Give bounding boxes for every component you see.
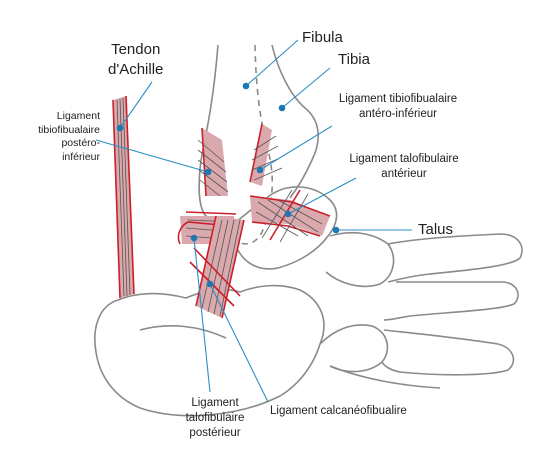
fibula-hidden-edge — [237, 44, 274, 245]
ligaments — [112, 95, 331, 319]
markers — [116, 82, 340, 288]
label-fibula: Fibula — [302, 29, 343, 46]
foot-sole — [329, 365, 441, 389]
label-achilles: Tendon d'Achille — [108, 40, 163, 79]
cuboid-bone — [319, 324, 389, 373]
label-achilles-line2: d'Achille — [108, 60, 164, 78]
talus-bone — [235, 186, 338, 270]
leader-ptfl — [193, 237, 211, 393]
marker-achilles — [116, 124, 124, 132]
metatarsal-upper — [387, 233, 523, 283]
marker-cfl — [206, 280, 214, 288]
metatarsal-lower — [381, 329, 515, 376]
leader-achilles — [119, 81, 153, 129]
cfl-ligament — [189, 215, 245, 319]
label-pitfl-line4: inférieur — [62, 150, 100, 163]
label-talus: Talus — [418, 221, 454, 238]
leader-pitfl — [95, 139, 209, 173]
marker-tibia — [278, 104, 286, 112]
label-achilles-line1: Tendon — [111, 41, 161, 58]
calcaneus-ridge — [139, 325, 227, 339]
marker-atfl — [284, 210, 292, 218]
label-pitfl-line2: tibiofibualaire — [38, 123, 100, 136]
navicular-bone — [325, 231, 395, 288]
label-ptfl-line3: postérieur — [189, 426, 241, 439]
marker-talus — [332, 226, 340, 234]
label-atfl-line1: Ligament talofibulaire — [349, 153, 459, 165]
leader-cfl — [209, 283, 269, 403]
label-aitfl-line1: Ligament tibiofibualaire — [338, 93, 458, 105]
marker-ptfl — [190, 234, 198, 242]
label-atfl-line2: antérieur — [381, 167, 427, 180]
label-pitfl-line1: Ligament — [56, 110, 100, 122]
label-ptfl-line1: Ligament — [191, 397, 239, 409]
label-cfl: Ligament calcanéofibualire — [270, 405, 407, 417]
achilles-tendon — [112, 95, 135, 299]
leader-atfl — [287, 177, 357, 215]
tibia-bone — [271, 44, 319, 199]
label-atfl: Ligament talofibulaire antérieur — [336, 152, 472, 182]
marker-aitfl — [256, 166, 264, 174]
leader-aitfl — [259, 125, 333, 171]
label-tibia: Tibia — [338, 51, 370, 68]
leader-fibula — [245, 39, 299, 87]
leader-tibia — [281, 67, 331, 109]
metatarsal-middle — [383, 281, 519, 321]
aitfl-ligament — [249, 123, 283, 186]
label-ptfl-line2: talofibulaire — [185, 411, 245, 424]
label-aitfl-line2: antéro-inférieur — [359, 107, 437, 120]
label-aitfl: Ligament tibiofibualaire antéro-inférieu… — [324, 92, 472, 122]
marker-pitfl — [204, 168, 212, 176]
leader-lines — [95, 39, 412, 403]
marker-fibula — [242, 82, 250, 90]
label-pitfl: Ligament tibiofibualaire postéro- inféri… — [8, 110, 100, 165]
pitfl-ligament — [197, 127, 229, 197]
label-ptfl: Ligament talofibulaire postérieur — [170, 396, 260, 441]
label-pitfl-line3: postéro- — [61, 137, 100, 150]
